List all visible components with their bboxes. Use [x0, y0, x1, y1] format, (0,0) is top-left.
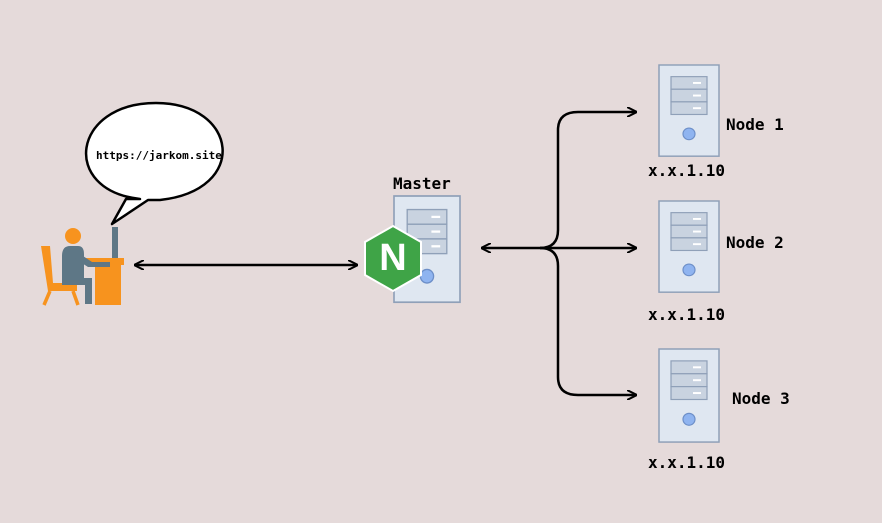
node-1-ip: x.x.1.10 — [648, 161, 726, 180]
node-2-server-icon — [658, 200, 720, 294]
master-node-links — [482, 112, 636, 395]
person-at-desk-icon — [41, 227, 124, 306]
node-2-label: Node 2 — [726, 233, 784, 252]
speech-bubble-url: https://jarkom.site — [96, 149, 222, 162]
node-3-server-icon — [658, 348, 720, 444]
nginx-logo-icon: N — [364, 224, 422, 293]
node-3-ip: x.x.1.10 — [648, 453, 726, 472]
nginx-logo-letter: N — [379, 237, 406, 279]
node-3-label: Node 3 — [732, 389, 790, 408]
speech-bubble — [84, 101, 224, 226]
node-2-ip: x.x.1.10 — [648, 305, 726, 324]
master-label: Master — [393, 174, 451, 193]
node-1-server-icon — [658, 64, 720, 158]
node-1-label: Node 1 — [726, 115, 784, 134]
